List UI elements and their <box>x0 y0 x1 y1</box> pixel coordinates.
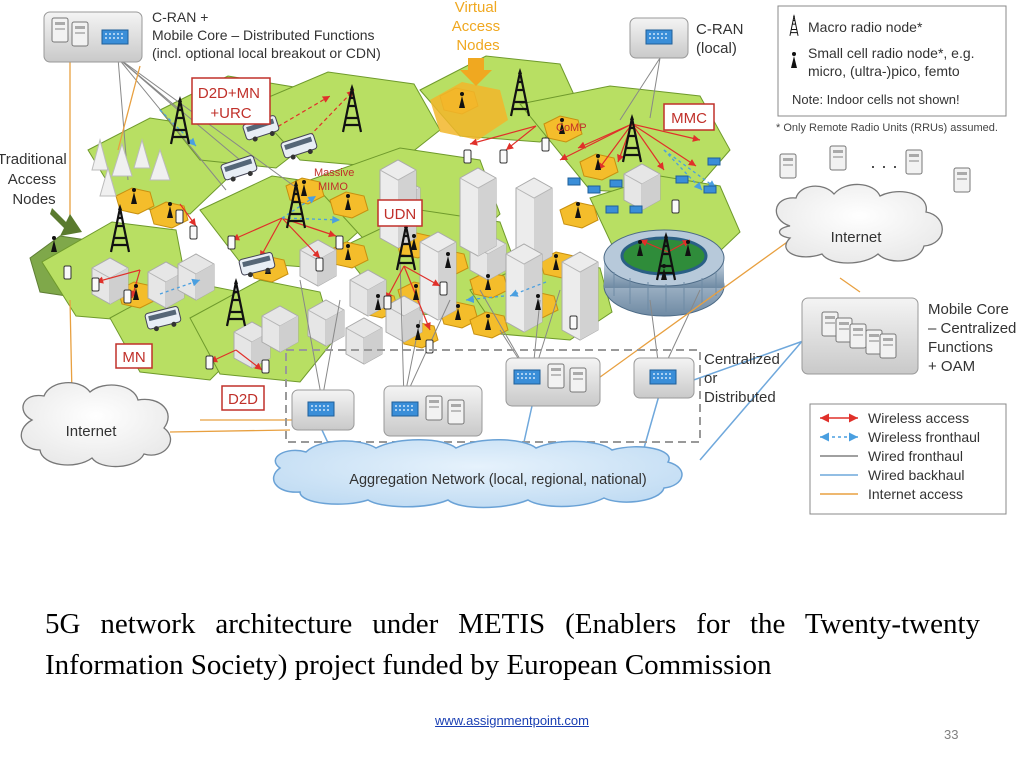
cran-distributed-label: C-RAN + Mobile Core – Distributed Functi… <box>152 9 381 61</box>
virtual-access-arrow <box>460 58 492 86</box>
legend-wired-fronthaul: Wired fronthaul <box>868 448 963 464</box>
internet-left-label: Internet <box>66 423 118 440</box>
cran-local-label: C-RAN (local) <box>696 21 748 57</box>
agg-box-left <box>291 389 355 431</box>
rru-note: * Only Remote Radio Units (RRUs) assumed… <box>776 122 998 134</box>
udn-label: UDN <box>384 206 417 223</box>
centralized-dashed-frame <box>285 349 701 443</box>
node-legend: Macro radio node* Small cell radio node*… <box>777 5 1007 117</box>
website-link[interactable]: www.assignmentpoint.com <box>435 713 589 728</box>
aggregation-cloud <box>273 439 683 509</box>
d2d-label: D2D <box>228 391 258 408</box>
svg-text:Wireless access Wireless: Wireless access Wireless fronthaul Wired… <box>868 410 984 502</box>
internet-cloud-left <box>20 381 172 468</box>
cran-local-box <box>629 17 689 59</box>
cran-distributed-box <box>43 11 143 63</box>
mn-label: MN <box>122 349 145 366</box>
legend-wired-backhaul: Wired backhaul <box>868 467 965 483</box>
comp-label: CoMP <box>556 122 587 134</box>
massive-mimo-label: Massive MIMO <box>314 167 357 193</box>
slide-caption: 5G network architecture under METIS (Ena… <box>45 608 980 681</box>
centralized-distributed-label: Centralized or Distributed <box>704 351 784 406</box>
aggregation-network-label: Aggregation Network (local, regional, na… <box>349 472 646 488</box>
traditional-access-label: Traditional Access Nodes <box>0 151 71 208</box>
wireless-fronthaul-links <box>159 109 717 304</box>
page-number: 33 <box>944 727 959 742</box>
macro-legend-label: Macro radio node* <box>808 19 923 35</box>
mmc-label: MMC <box>671 110 707 127</box>
stadium <box>603 229 725 317</box>
internet-cloud-right <box>775 183 943 264</box>
svg-text:· · ·: · · · <box>870 156 898 176</box>
internet-right-label: Internet <box>831 229 883 246</box>
indoor-note: Note: Indoor cells not shown! <box>792 92 960 107</box>
legend-internet-access: Internet access <box>868 486 963 502</box>
virtual-access-label: Virtual Access Nodes <box>452 0 505 54</box>
d2d-mn-urc-label: D2D+MN +URC <box>198 85 264 122</box>
mobile-core-central-box <box>801 297 919 375</box>
agg-box-middle <box>383 385 483 437</box>
small-legend-label: Small cell radio node*, e.g. <box>808 45 975 61</box>
agg-box-far-right <box>633 357 695 399</box>
mobile-core-central-label: Mobile Core – Centralized Functions + OA… <box>928 301 1021 375</box>
network-diagram: · · · C-RAN + Mobile Core – Distributed … <box>0 0 1021 515</box>
legend-wireless-access: Wireless access <box>868 410 969 426</box>
traditional-arrow <box>50 208 82 236</box>
small-legend-label-2: micro, (ultra-)pico, femto <box>808 63 960 79</box>
legend-wireless-fronthaul: Wireless fronthaul <box>868 429 980 445</box>
mmc-sensors <box>567 157 721 214</box>
traditional-antennas <box>91 138 171 197</box>
link-legend: Wireless access Wireless fronthaul Wired… <box>809 403 1007 515</box>
internet-servers: · · · <box>779 145 971 193</box>
svg-text:Macro radio node* Small: Macro radio node* Small cell radio node*… <box>792 19 978 107</box>
agg-box-right <box>505 357 601 407</box>
red-label-boxes <box>115 77 715 411</box>
virtual-access-cell <box>430 82 508 140</box>
